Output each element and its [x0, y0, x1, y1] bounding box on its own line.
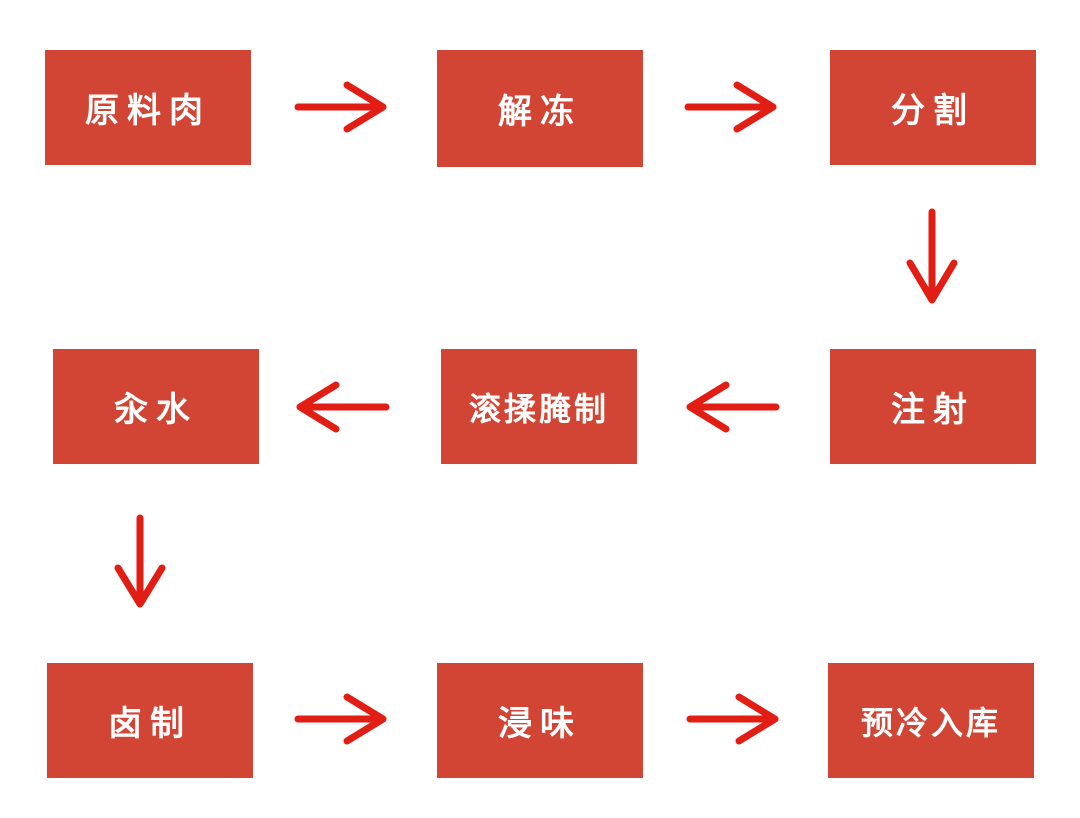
arrow-tumble-to-blanch — [296, 381, 390, 433]
arrow-raw-meat-to-thaw — [294, 81, 387, 133]
step-blanch: 汆水 — [53, 349, 259, 464]
step-raw-meat: 原料肉 — [45, 50, 251, 165]
arrow-braise-to-soak — [294, 693, 387, 745]
step-label: 浸味 — [498, 704, 582, 744]
step-label: 分割 — [891, 91, 975, 131]
arrow-cut-to-inject — [906, 208, 958, 304]
step-cut: 分割 — [830, 50, 1036, 165]
step-thaw: 解冻 — [437, 50, 643, 167]
step-braise: 卤制 — [47, 663, 253, 778]
step-label: 解冻 — [498, 92, 582, 132]
step-label: 汆水 — [114, 390, 198, 430]
arrow-soak-to-cool — [686, 693, 779, 745]
step-label: 卤制 — [108, 704, 192, 744]
arrow-thaw-to-cut — [684, 81, 777, 133]
step-soak: 浸味 — [437, 663, 643, 778]
step-cool: 预冷入库 — [828, 663, 1034, 778]
step-tumble: 滚揉腌制 — [441, 349, 637, 464]
arrow-blanch-to-braise — [114, 514, 166, 608]
step-label: 原料肉 — [85, 91, 211, 131]
step-label: 预冷入库 — [860, 703, 1001, 742]
arrow-inject-to-tumble — [686, 381, 780, 433]
step-label: 注射 — [891, 390, 975, 430]
step-inject: 注射 — [830, 349, 1036, 464]
step-label: 滚揉腌制 — [468, 389, 609, 428]
